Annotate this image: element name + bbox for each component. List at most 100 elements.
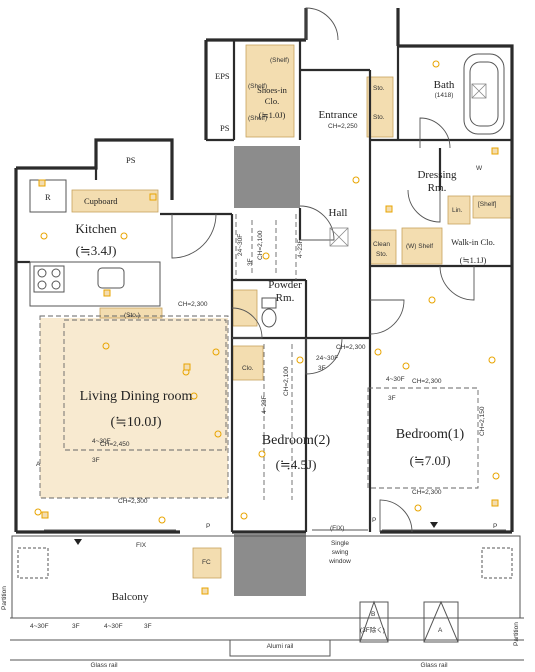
linen-area [447,195,471,225]
electrical-squares [38,147,499,595]
shoes-closet-area [245,44,295,138]
toilet [261,297,277,328]
ch-living-outer: CH=2,300 [118,498,148,505]
stove [33,265,65,293]
shaft-upper [234,146,300,208]
bath-fixtures [463,53,505,135]
ps-label-mid: PS [126,155,136,165]
kitchen-size: (≒3.4J) [75,243,117,258]
floor-note-bal-b: 3F [72,623,80,630]
dressing-rm-label: Rm. [427,182,447,194]
ch-hall-vertical: CH=2,100 [257,230,264,260]
shelf-w-label: (W) Shelf [406,243,434,250]
floor-note-hall-b: 4~23F [297,239,304,258]
powder-rm-label: Rm. [275,292,295,304]
fix-label-2: (FIX) [330,525,345,532]
floor-note-ldr-b: 3F [92,457,100,464]
shaft-lower [234,534,306,596]
floor-note-bed1-a: 4~30F [386,376,405,383]
kitchen-label: Kitchen [75,221,117,236]
windows [44,529,506,537]
partition-label-right: Partition [513,622,520,646]
ch-bed1-top: CH=2,300 [412,378,442,385]
single-swing-1: Single [330,540,350,547]
balcony-label: Balcony [111,591,149,603]
walkin-size: (≒1.1J) [459,255,487,265]
single-swing-2: swing [331,549,349,556]
fridge [29,179,67,213]
living-floor [40,318,228,498]
floor-note-bed2-b: 3F [318,365,326,372]
shoes-label-2: Clo. [264,96,280,106]
sto-under-counter [99,307,163,319]
bedroom1-label: Bedroom(1) [395,427,465,442]
cupboard-label: Cupboard [84,196,118,206]
floor-note-bed1-b: 3F [388,395,396,402]
bedroom1-size: (≒7.0J) [409,453,451,468]
fc-label: FC [202,559,211,566]
a-label-2: A [36,461,41,468]
walkin-label: Walk-in Clo. [451,237,495,247]
shelf-label-b: (Shelf) [248,83,268,90]
floor-note-bal-c: 4~30F [104,623,123,630]
bath-code: (1418) [434,92,454,99]
sto-label-2: Sto. [373,114,385,121]
electrical-markers [34,60,500,524]
fc-area [192,547,222,579]
shelf-right-label: [Shelf] [478,201,497,208]
single-swing-3: window [329,558,351,565]
shoe-side-storage [366,76,394,138]
ch-hall: CH=2,300 [336,344,366,351]
hall-markers [329,83,487,247]
ceiling-outlines [39,214,479,500]
ch-bed1-bottom: CH=2,300 [412,489,442,496]
ps-label-top: PS [220,123,230,133]
glass-rail-label-1: Glass rail [90,662,118,669]
floor-note-bal-d: 3F [144,623,152,630]
floor-note-bed2-c: 4~23F [261,395,268,414]
floor-note-hall-a: 24~30F [237,233,244,256]
shoes-label-1: Shoes-in [257,85,287,95]
eps-label: EPS [215,71,230,81]
shelf-label-a: (Shelf) [270,57,290,64]
floor-note-bed2-a: 24~30F [316,355,339,362]
b-label: B [371,611,376,618]
floor-note-bal-a: 4~30F [30,623,49,630]
powder-label: Powder [268,279,302,291]
p-label-3: P [493,523,498,530]
floor-note-ldr-a: 4~30F [92,438,111,445]
clean-storage-area [369,229,397,265]
clean-label-2: Sto. [376,251,388,258]
storage-areas [71,44,512,579]
ch-bed1-side: CH=2,150 [479,406,486,436]
window-arrow-left [74,539,82,545]
cupboard-area [71,189,159,213]
living-size: (≒10.0J) [110,415,162,430]
sto-label: (Sto.) [124,312,140,319]
fridge-r-label: R [45,192,51,202]
bedroom2-size: (≒4.5J) [275,457,317,472]
partition-label-left: Partition [1,586,8,610]
ch-kitchen: CH=2,300 [178,301,208,308]
ch-entrance: CH=2,250 [328,123,358,130]
walls [14,8,514,534]
p-label-1: P [206,523,211,530]
shelf-w-area [401,227,443,265]
living-label: Living Dining room [79,389,193,404]
lin-label: Lin. [452,207,463,214]
window-arrow-right [430,522,438,528]
fix-label: FIX [136,542,147,549]
washer-label: W [476,165,483,172]
entrance-label: Entrance [318,109,358,121]
sto-label-1: Sto. [373,85,385,92]
glass-rail-label-2: Glass rail [420,662,448,669]
alumi-rail-label: Alumi rail [266,643,294,650]
dressing-label: Dressing [417,169,457,181]
balcony-structure [10,535,524,661]
sink [97,267,125,289]
hall-label: Hall [328,207,348,219]
bath-label: Bath [433,79,455,91]
clean-label-1: Clean [373,241,390,248]
ch-living-inner: CH=2,450 [100,441,130,448]
